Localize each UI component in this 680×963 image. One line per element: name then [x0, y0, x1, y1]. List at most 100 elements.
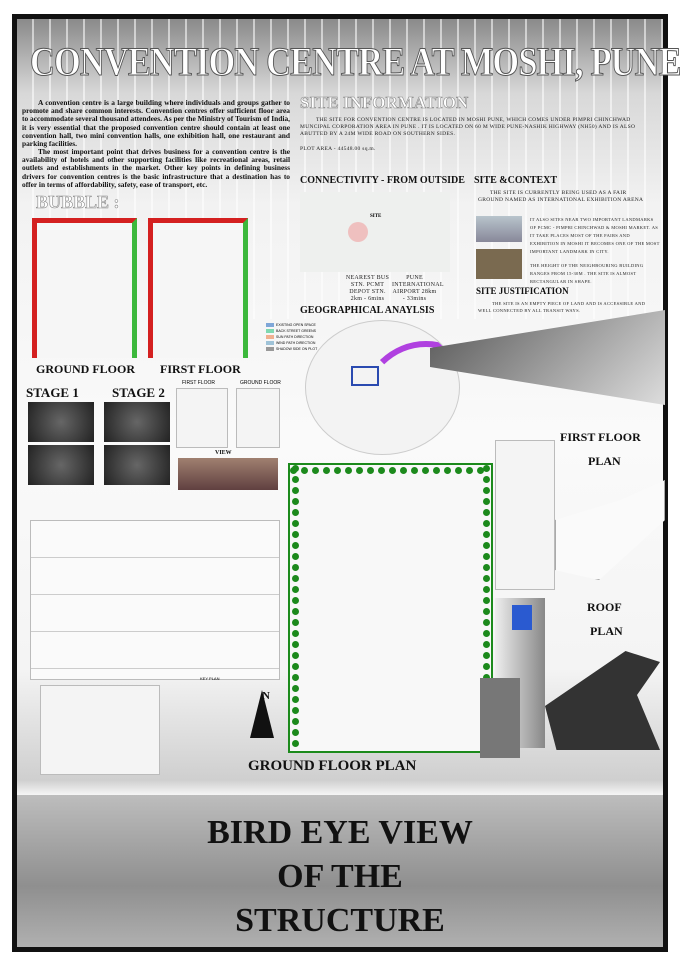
tree-mark	[483, 619, 490, 626]
connectivity-heading: CONNECTIVITY - FROM OUTSIDE	[300, 175, 465, 186]
model-view-photo	[178, 458, 278, 490]
context-photo	[476, 216, 522, 242]
legend-item: BACK STREET GREENS	[266, 328, 317, 334]
ground-floor-plan-label: GROUND FLOOR PLAN	[248, 758, 417, 774]
legend-swatch	[266, 329, 274, 333]
key-plan-drawing	[40, 685, 160, 775]
legend-item: SUN PATH DIRECTION	[266, 334, 317, 340]
poster-title: CONVENTION CENTRE AT MOSHI, PUNE	[30, 39, 680, 85]
tree-mark	[292, 597, 299, 604]
context-satellite-photo	[476, 249, 522, 279]
bird-eye-line-2: OF THE	[277, 858, 403, 895]
tree-mark	[483, 476, 490, 483]
tree-mark	[356, 467, 363, 474]
stage-1-model-bottom	[28, 445, 94, 485]
tree-mark	[292, 498, 299, 505]
stage-1-label: STAGE 1	[26, 385, 79, 400]
tree-mark	[292, 674, 299, 681]
ground-floor-plan-drawing	[288, 463, 493, 753]
bubble-first-label: FIRST FLOOR	[160, 362, 241, 376]
tree-mark	[433, 467, 440, 474]
tree-mark	[483, 487, 490, 494]
bubble-diagram-first	[148, 218, 248, 358]
tree-mark	[292, 685, 299, 692]
tree-mark	[292, 509, 299, 516]
model-ground-floor-label: GROUND FLOOR	[240, 380, 281, 386]
tree-mark	[292, 619, 299, 626]
intro-paragraph-2: The most important point that drives bus…	[22, 147, 290, 189]
tree-mark	[323, 467, 330, 474]
intro-paragraph-1: A convention centre is a large building …	[22, 98, 290, 149]
tree-mark	[483, 641, 490, 648]
bubble-heading: BUBBLE :	[36, 192, 120, 213]
tree-mark	[292, 564, 299, 571]
stage-2-model-top	[104, 402, 170, 442]
tree-mark	[292, 707, 299, 714]
tree-mark	[411, 467, 418, 474]
justification-heading: SITE JUSTIFICATION	[476, 286, 569, 296]
tree-mark	[367, 467, 374, 474]
tree-mark	[292, 487, 299, 494]
context-text-2: IT ALSO SITES NEAR TWO IMPORTANT LANDMAR…	[530, 217, 660, 254]
roof-label: ROOF	[587, 600, 622, 614]
tree-mark	[301, 467, 308, 474]
bird-eye-view-panel: BIRD EYE VIEW OF THE STRUCTURE	[17, 795, 663, 947]
sun-path-arc	[361, 341, 459, 454]
tree-mark	[477, 467, 484, 474]
tree-mark	[483, 509, 490, 516]
tree-mark	[422, 467, 429, 474]
first-floor-plan-drawing	[495, 440, 555, 590]
tree-mark	[292, 520, 299, 527]
tree-mark	[483, 575, 490, 582]
legend-label: SHADOW SIDE ON PLOT	[276, 347, 318, 351]
geo-analysis-circle	[305, 320, 460, 455]
tree-mark	[378, 467, 385, 474]
tree-mark	[483, 542, 490, 549]
tree-mark	[292, 641, 299, 648]
tree-mark	[483, 608, 490, 615]
elevations-sections	[30, 520, 280, 680]
tree-mark	[290, 467, 297, 474]
model-ground-floor-photo	[236, 388, 280, 448]
tree-mark	[312, 467, 319, 474]
bubble-diagram-ground	[32, 218, 137, 358]
tree-mark	[292, 630, 299, 637]
legend-swatch	[266, 341, 274, 345]
tree-mark	[483, 498, 490, 505]
tree-mark	[334, 467, 341, 474]
site-marker-icon	[348, 222, 368, 242]
site-outline	[351, 366, 379, 386]
north-arrow-icon	[250, 690, 274, 738]
justification-text: THE SITE IS AN EMPTY PIECE OF LAND AND I…	[478, 301, 646, 313]
legend-swatch	[266, 347, 274, 351]
tree-mark	[292, 476, 299, 483]
tree-mark	[292, 575, 299, 582]
context-text-3: THE HEIGHT OF THE NEIGHBOURING BUILDING …	[530, 263, 644, 284]
legend-label: SUN PATH DIRECTION	[276, 335, 314, 339]
tree-mark	[444, 467, 451, 474]
tree-mark	[483, 663, 490, 670]
tree-mark	[400, 467, 407, 474]
context-heading: SITE &CONTEXT	[474, 175, 558, 186]
tree-mark	[292, 663, 299, 670]
legend-label: EXISTING OPEN SPACE	[276, 323, 316, 327]
key-plan-label: KEY PLAN	[200, 676, 220, 681]
site-label: SITE	[370, 214, 382, 219]
view-label: VIEW	[215, 450, 232, 456]
tree-mark	[483, 564, 490, 571]
tree-mark	[483, 531, 490, 538]
tree-mark	[466, 467, 473, 474]
tree-mark	[292, 531, 299, 538]
tree-mark	[389, 467, 396, 474]
airport-info: PUNE INTERNATIONAL AIRPORT 28km - 33mins	[392, 275, 444, 302]
north-label: N	[262, 690, 270, 702]
tree-mark	[483, 465, 490, 472]
tree-mark	[292, 718, 299, 725]
tree-mark	[483, 586, 490, 593]
stage-2-model-bottom	[104, 445, 170, 485]
tree-mark	[292, 608, 299, 615]
tree-mark	[292, 696, 299, 703]
stage-2-label: STAGE 2	[112, 385, 165, 400]
first-floor-plan-label: PLAN	[588, 454, 621, 468]
